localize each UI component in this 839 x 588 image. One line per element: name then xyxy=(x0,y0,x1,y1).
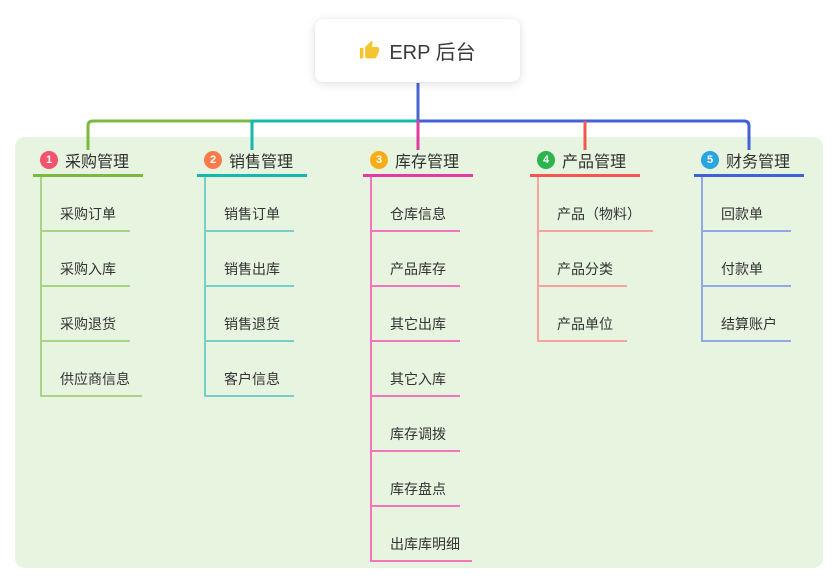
branch-node-inventory[interactable]: 3 库存管理 xyxy=(363,146,473,177)
branch-number-badge: 1 xyxy=(40,151,58,169)
child-label: 其它出库 xyxy=(390,316,446,332)
thumbs-up-icon xyxy=(359,40,380,61)
branch-label: 采购管理 xyxy=(65,154,130,171)
child-label: 客户信息 xyxy=(224,371,280,387)
branch-label: 财务管理 xyxy=(726,154,791,171)
child-label: 采购退货 xyxy=(60,316,116,332)
branch-number-badge: 4 xyxy=(537,151,555,169)
child-label: 销售退货 xyxy=(224,316,280,332)
child-label: 结算账户 xyxy=(721,316,777,332)
child-label: 采购订单 xyxy=(60,206,116,222)
child-node[interactable]: 销售出库 xyxy=(206,232,294,287)
branch-inventory: 3 库存管理 仓库信息 产品库存 其它出库 其它入库 库存调拨 库存盘点 出库库… xyxy=(363,146,493,562)
child-label: 产品库存 xyxy=(390,261,446,277)
child-label: 其它入库 xyxy=(390,371,446,387)
child-node[interactable]: 销售退货 xyxy=(206,287,294,342)
branches-panel xyxy=(15,137,823,568)
child-label: 产品（物料） xyxy=(557,206,641,222)
child-label: 供应商信息 xyxy=(60,371,130,387)
child-label: 产品单位 xyxy=(557,316,613,332)
child-node[interactable]: 库存调拨 xyxy=(372,397,460,452)
child-label: 回款单 xyxy=(721,206,763,222)
child-label: 仓库信息 xyxy=(390,206,446,222)
child-label: 库存调拨 xyxy=(390,426,446,442)
branch-product: 4 产品管理 产品（物料） 产品分类 产品单位 xyxy=(530,146,660,342)
child-node[interactable]: 客户信息 xyxy=(206,342,294,397)
root-title: ERP 后台 xyxy=(389,42,476,64)
branch-children: 销售订单 销售出库 销售退货 客户信息 xyxy=(204,177,327,397)
branch-children: 采购订单 采购入库 采购退货 供应商信息 xyxy=(40,177,163,397)
child-node[interactable]: 其它出库 xyxy=(372,287,460,342)
branch-number-badge: 3 xyxy=(370,151,388,169)
branch-node-finance[interactable]: 5 财务管理 xyxy=(694,146,804,177)
child-label: 销售出库 xyxy=(224,261,280,277)
child-node[interactable]: 其它入库 xyxy=(372,342,460,397)
child-label: 库存盘点 xyxy=(390,481,446,497)
branch-node-sales[interactable]: 2 销售管理 xyxy=(197,146,307,177)
child-node[interactable]: 回款单 xyxy=(703,177,791,232)
branch-number-badge: 2 xyxy=(204,151,222,169)
branch-children: 产品（物料） 产品分类 产品单位 xyxy=(537,177,660,342)
branch-number-badge: 5 xyxy=(701,151,719,169)
child-label: 付款单 xyxy=(721,261,763,277)
child-node[interactable]: 采购订单 xyxy=(42,177,130,232)
child-node[interactable]: 产品（物料） xyxy=(539,177,653,232)
child-node[interactable]: 采购入库 xyxy=(42,232,130,287)
branch-purchase: 1 采购管理 采购订单 采购入库 采购退货 供应商信息 xyxy=(33,146,163,397)
branch-children: 仓库信息 产品库存 其它出库 其它入库 库存调拨 库存盘点 出库库明细 xyxy=(370,177,493,562)
branch-sales: 2 销售管理 销售订单 销售出库 销售退货 客户信息 xyxy=(197,146,327,397)
branch-children: 回款单 付款单 结算账户 xyxy=(701,177,824,342)
branch-finance: 5 财务管理 回款单 付款单 结算账户 xyxy=(694,146,824,342)
child-label: 采购入库 xyxy=(60,261,116,277)
child-node[interactable]: 供应商信息 xyxy=(42,342,142,397)
child-node[interactable]: 结算账户 xyxy=(703,287,791,342)
child-node[interactable]: 采购退货 xyxy=(42,287,130,342)
child-node[interactable]: 产品库存 xyxy=(372,232,460,287)
child-node[interactable]: 销售订单 xyxy=(206,177,294,232)
root-node[interactable]: ERP 后台 xyxy=(315,19,520,82)
child-node[interactable]: 仓库信息 xyxy=(372,177,460,232)
branch-label: 库存管理 xyxy=(395,154,460,171)
child-label: 产品分类 xyxy=(557,261,613,277)
branch-label: 销售管理 xyxy=(229,154,294,171)
branch-label: 产品管理 xyxy=(562,154,627,171)
branch-node-product[interactable]: 4 产品管理 xyxy=(530,146,640,177)
child-label: 销售订单 xyxy=(224,206,280,222)
child-node[interactable]: 付款单 xyxy=(703,232,791,287)
child-node[interactable]: 出库库明细 xyxy=(372,507,472,562)
child-label: 出库库明细 xyxy=(390,536,460,552)
child-node[interactable]: 库存盘点 xyxy=(372,452,460,507)
branch-node-purchase[interactable]: 1 采购管理 xyxy=(33,146,143,177)
child-node[interactable]: 产品单位 xyxy=(539,287,627,342)
child-node[interactable]: 产品分类 xyxy=(539,232,627,287)
